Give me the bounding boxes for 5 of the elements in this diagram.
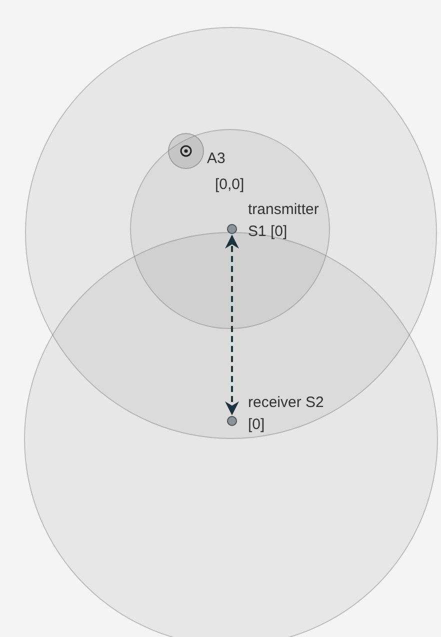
station-label: A3 <box>207 149 226 169</box>
coordinate-label: [0,0] <box>215 176 244 193</box>
double-headed-arrow <box>225 234 239 416</box>
station-label: transmitter S1 [0] <box>248 200 320 242</box>
station-label: receiver S2 [0] <box>248 393 325 435</box>
